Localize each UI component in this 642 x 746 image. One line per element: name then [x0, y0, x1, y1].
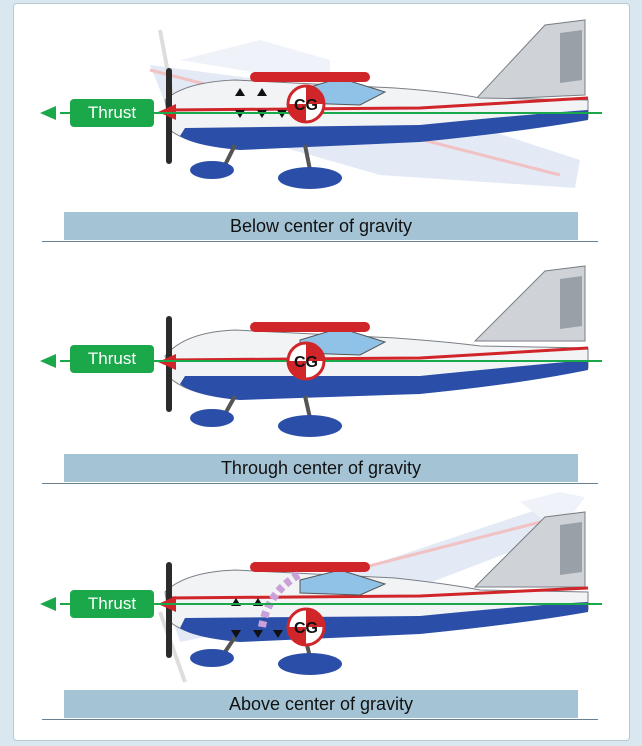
tail-fin [473, 511, 586, 588]
caption-above-cg: Above center of gravity [64, 690, 578, 718]
panel-above-cg: CG Thrust Above center of gravity [0, 492, 642, 738]
cg-marker-icon: CG [286, 341, 326, 381]
caption-rule [42, 719, 598, 720]
panel-below-cg: CG Thrust Below center of gravity [0, 0, 642, 246]
caption-below-cg: Below center of gravity [64, 212, 578, 240]
caption-rule [42, 241, 598, 242]
cg-marker-icon: CG [286, 607, 326, 647]
tail-fin [473, 19, 586, 101]
thrust-label: Thrust [70, 345, 154, 373]
thrust-arrow-icon [40, 597, 56, 611]
cg-marker-icon: CG [286, 84, 326, 124]
thrust-arrow-icon [40, 106, 56, 120]
panel-through-cg: CG Thrust Through center of gravity [0, 246, 642, 492]
caption-through-cg: Through center of gravity [64, 454, 578, 482]
tail-fin [473, 265, 586, 342]
propeller-icon [166, 562, 172, 658]
thrust-label: Thrust [70, 99, 154, 127]
caption-rule [42, 483, 598, 484]
pitch-arc [258, 570, 303, 628]
cg-label: CG [294, 354, 318, 371]
thrust-label: Thrust [70, 590, 154, 618]
airplane-illustration: CG [40, 492, 602, 683]
cg-label: CG [294, 97, 318, 114]
cg-label: CG [294, 620, 318, 637]
thrust-arrow-icon [40, 354, 56, 368]
airplane-illustration: CG [40, 19, 602, 189]
airplane-illustration: CG [40, 265, 602, 437]
